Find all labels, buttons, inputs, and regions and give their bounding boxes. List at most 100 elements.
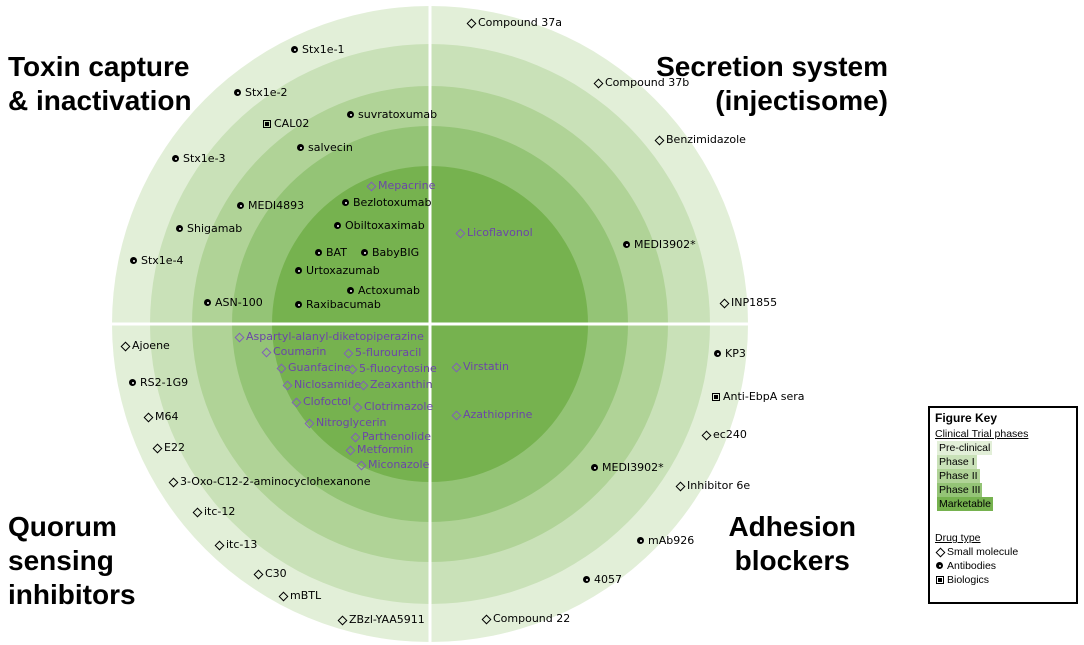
drug-name: Azathioprine [463,408,533,421]
drug-name: M64 [155,410,179,423]
drug-label: Compound 37b [593,76,689,90]
small-molecule-icon [347,364,357,374]
phases-heading: Clinical Trial phases [935,428,1029,440]
drug-label: Stx1e-3 [171,152,226,166]
drug-name: MEDI3902* [602,461,664,474]
drug-name: Urtoxazumab [306,264,380,277]
drug-name: Bezlotoxumab [353,196,432,209]
small-molecule-icon [152,443,162,453]
drug-label: Clotrimazole [352,400,433,414]
drug-type-heading: Drug type [935,532,981,544]
drug-name: Coumarin [273,345,327,358]
drug-name: itc-13 [226,538,258,551]
antibody-icon [236,201,246,211]
drug-name: Aspartyl-alanyl-diketopiperazine [246,330,424,343]
drug-label: CAL02 [262,117,309,131]
drug-name: Compound 37a [478,16,562,29]
small-molecule-icon [214,540,224,550]
drug-name: mAb926 [648,534,695,547]
quadrant-title-toxin: Toxin capture & inactivation [8,51,192,116]
drug-name: Zeaxanthin [370,378,433,391]
drug-name: ASN-100 [215,296,263,309]
drug-name: Virstatin [463,360,509,373]
drug-label: Guanfacine [276,361,351,375]
antibody-icon [713,349,723,359]
antibody-icon [582,575,592,585]
drug-label: Virstatin [451,360,509,374]
drug-type-label: Biologics [947,574,990,586]
small-molecule-icon [192,507,202,517]
drug-label: MEDI3902* [622,238,696,252]
drug-name: KP3 [725,347,746,360]
drug-label: Clofoctol [291,395,351,409]
drug-name: MEDI4893 [248,199,305,212]
drug-name: Guanfacine [288,361,351,374]
small-molecule-icon [358,380,368,390]
small-molecule-icon [291,397,301,407]
drug-name: ec240 [713,428,747,441]
antibody-icon [203,298,213,308]
drug-label: Azathioprine [451,408,532,422]
drug-label: Urtoxazumab [294,264,380,278]
drug-name: Ajoene [132,339,170,352]
small-molecule-icon [143,412,153,422]
small-molecule-icon [481,614,491,624]
drug-label: Stx1e-4 [129,254,184,268]
drug-label: Nitroglycerin [304,416,387,430]
drug-label: Aspartyl-alanyl-diketopiperazine [234,330,424,344]
small-molecule-icon [352,402,362,412]
small-molecule-icon [593,78,603,88]
drug-label: Licoflavonol [455,226,533,240]
small-molecule-icon [337,615,347,625]
drug-label: suvratoxumab [346,108,437,122]
drug-name: Stx1e-1 [302,43,345,56]
antibody-icon [360,248,370,258]
drug-label: RS2-1G9 [128,376,188,390]
antibody-icon [346,286,356,296]
biologic-icon [711,392,721,402]
drug-name: BabyBIG [372,246,420,259]
small-molecule-icon [345,445,355,455]
drug-label: Actoxumab [346,284,420,298]
small-molecule-icon [719,298,729,308]
drug-label: Anti-EbpA sera [711,390,805,404]
drug-label: MEDI3902* [590,461,664,475]
antibody-icon [294,266,304,276]
drug-label: Raxibacumab [294,298,381,312]
drug-label: Zeaxanthin [358,378,433,392]
drug-name: 5-fluocytosine [359,362,437,375]
drug-label: Miconazole [356,458,429,472]
drug-type-label: Antibodies [947,560,997,572]
drug-name: itc-12 [204,505,236,518]
drug-label: Metformin [345,443,413,457]
small-molecule-icon [466,18,476,28]
small-molecule-icon [282,380,292,390]
drug-label: M64 [143,410,179,424]
drug-label: Stx1e-2 [233,86,288,100]
antibody-icon [590,463,600,473]
drug-label: ZBzl-YAA5911 [337,613,425,627]
drug-name: Stx1e-4 [141,254,184,267]
drug-label: ec240 [701,428,747,442]
drug-label: itc-12 [192,505,235,519]
drug-name: Miconazole [368,458,430,471]
drug-name: 5-flurouracil [355,346,422,359]
phase-swatch-phase-3: Phase III [937,483,983,497]
figure-key: Figure Key Clinical Trial phases Pre-cli… [928,406,1078,604]
small-molecule-icon [356,460,366,470]
drug-name: ZBzl-YAA5911 [349,613,425,626]
drug-label: mAb926 [636,534,694,548]
phase-swatch-phase-1: Phase I [937,455,977,469]
drug-name: Compound 37b [605,76,690,89]
drug-label: MEDI4893 [236,199,304,213]
phase-swatch-phase-2: Phase II [937,469,980,483]
drug-label: ASN-100 [203,296,263,310]
antibody-icon [128,378,138,388]
antibody-icon [346,110,356,120]
small-molecule-icon [451,362,461,372]
drug-label: Compound 37a [466,16,562,30]
drug-name: Benzimidazole [666,133,746,146]
drug-name: C30 [265,567,287,580]
drug-name: Clotrimazole [364,400,434,413]
phase-swatch-preclinical: Pre-clinical [937,441,993,455]
